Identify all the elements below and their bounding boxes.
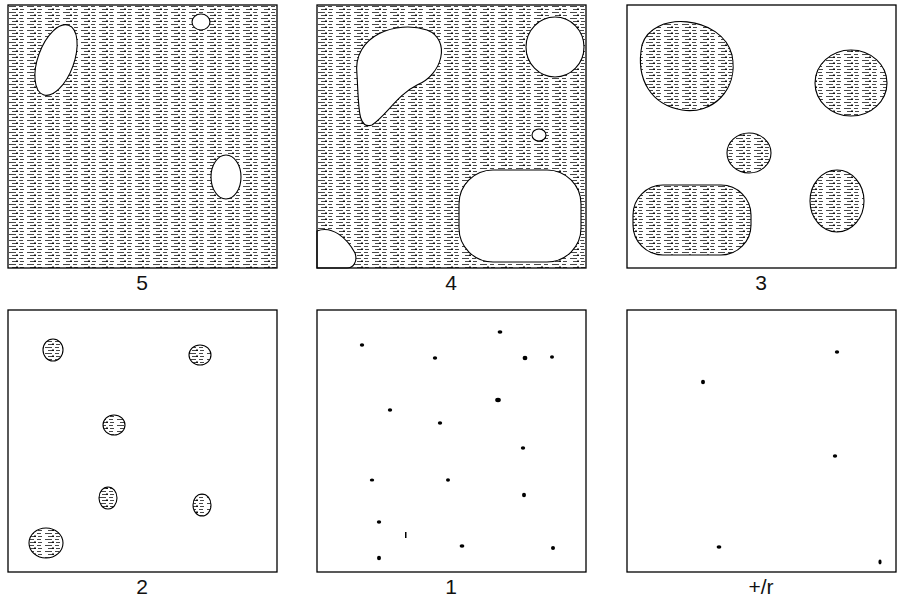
panel-plus-r <box>627 310 896 572</box>
scale-label: 4 <box>443 272 459 294</box>
scale-label: 5 <box>134 272 150 294</box>
panel-5 <box>8 5 277 268</box>
scale-label: 3 <box>753 272 769 294</box>
scale-label: 2 <box>134 576 150 598</box>
panel-2 <box>8 310 277 572</box>
scale-label: 1 <box>443 576 459 598</box>
scale-label: +/r <box>746 576 776 598</box>
panel-1 <box>317 310 586 572</box>
panel-4 <box>317 5 586 268</box>
panel-3 <box>627 5 896 268</box>
